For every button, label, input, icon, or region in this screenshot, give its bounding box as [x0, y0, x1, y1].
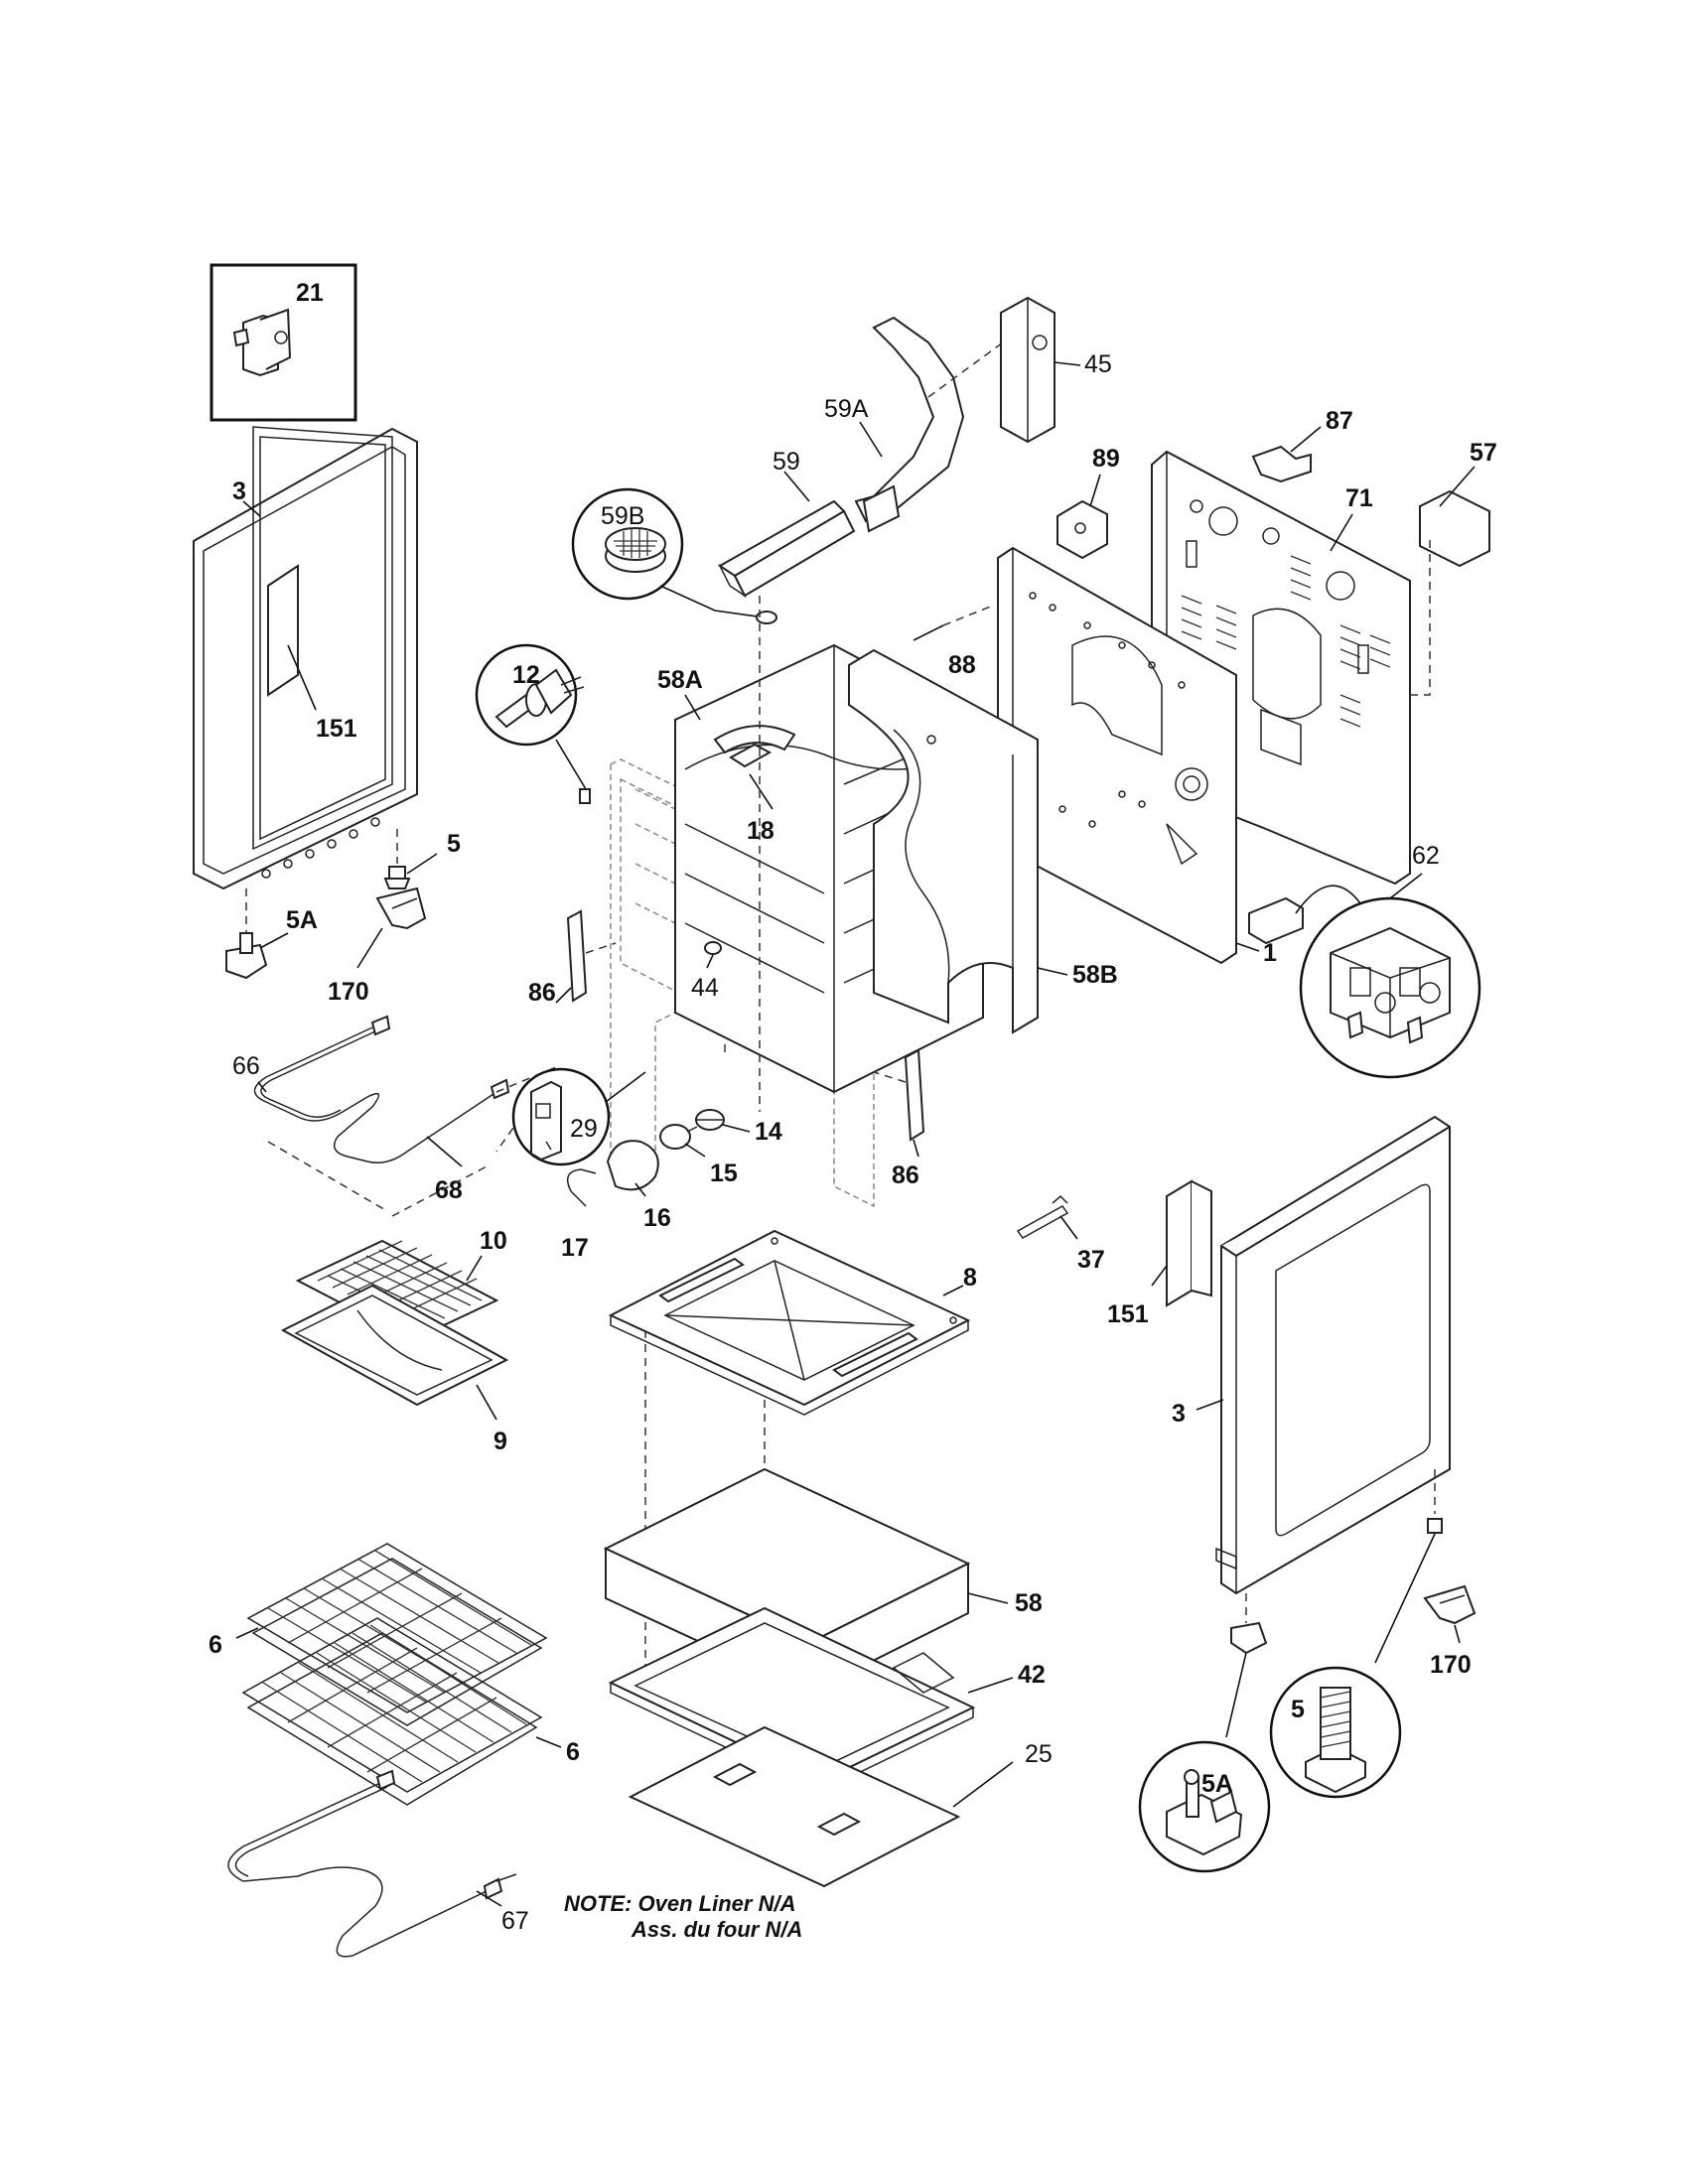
label-17: 17 [561, 1234, 589, 1262]
label-21: 21 [296, 279, 324, 307]
label-89: 89 [1092, 445, 1120, 473]
label-3-right: 3 [1172, 1400, 1186, 1428]
label-15: 15 [710, 1160, 738, 1187]
label-170-right: 170 [1430, 1651, 1472, 1679]
part-89-bracket [1056, 499, 1108, 560]
note-line-2: Ass. du four N/A [632, 1917, 803, 1942]
label-86-left: 86 [528, 979, 556, 1007]
part-6-lower-rack [241, 1617, 543, 1806]
note-oven-liner: NOTE: Oven Liner N/A Ass. du four N/A [564, 1891, 802, 1943]
label-18: 18 [747, 817, 774, 845]
label-59B: 59B [601, 502, 644, 530]
label-14: 14 [755, 1118, 782, 1146]
label-3-left: 3 [232, 478, 246, 505]
part-25-bottom-panel [628, 1725, 961, 1888]
part-59B-callout [571, 487, 777, 624]
label-8: 8 [963, 1264, 977, 1292]
part-59-duct [718, 499, 856, 599]
label-9: 9 [493, 1428, 507, 1455]
part-16-lamp-cover [606, 1140, 659, 1191]
label-151-right: 151 [1107, 1300, 1149, 1328]
label-45: 45 [1084, 350, 1112, 378]
label-87: 87 [1326, 407, 1353, 435]
label-6-upper: 6 [209, 1631, 222, 1659]
part-170-left-bracket [375, 887, 427, 930]
part-5A-right-callout [1138, 1740, 1271, 1873]
part-57-cover [1419, 489, 1490, 568]
label-29: 29 [570, 1115, 598, 1143]
part-86-right-bracket [873, 1048, 925, 1142]
label-44: 44 [691, 974, 719, 1002]
part-44-screw [704, 941, 722, 955]
part-17-wire-clip [566, 1168, 597, 1207]
label-62: 62 [1412, 842, 1440, 870]
label-25: 25 [1025, 1740, 1053, 1768]
label-59: 59 [773, 448, 800, 476]
part-12-callout [475, 643, 591, 804]
part-5-right-foot [1374, 1469, 1443, 1664]
label-6-lower: 6 [566, 1738, 580, 1766]
part-87-clip [1251, 445, 1312, 483]
label-37: 37 [1077, 1246, 1105, 1274]
label-5A-right: 5A [1201, 1770, 1233, 1798]
part-5-left-leveler [383, 829, 411, 889]
part-86-left-bracket [566, 909, 617, 1003]
label-59A: 59A [824, 395, 869, 423]
part-37-sensor [1016, 1194, 1069, 1239]
label-58A: 58A [657, 666, 703, 694]
part-15-bulb [659, 1124, 698, 1150]
label-12: 12 [512, 661, 540, 689]
part-9-broil-pan [280, 1284, 509, 1407]
part-6-upper-rack [246, 1543, 548, 1726]
label-5-right: 5 [1291, 1696, 1305, 1723]
label-86-right: 86 [892, 1161, 919, 1189]
label-1: 1 [1263, 939, 1277, 967]
part-3-right-side-panel [1215, 1115, 1451, 1595]
part-8-oven-bottom [608, 1229, 971, 1416]
part-29-callout [511, 1067, 646, 1166]
label-58: 58 [1015, 1589, 1043, 1617]
label-151-left: 151 [316, 715, 357, 743]
label-5-left: 5 [447, 830, 461, 858]
label-57: 57 [1470, 439, 1497, 467]
part-62-callout [1248, 885, 1481, 1079]
label-67: 67 [501, 1907, 529, 1935]
part-45-cover [1000, 296, 1055, 444]
part-170-right-bracket [1423, 1584, 1477, 1625]
part-58B-insulation [848, 648, 1039, 1034]
label-16: 16 [643, 1204, 671, 1232]
label-10: 10 [480, 1227, 507, 1255]
note-line-1: NOTE: Oven Liner N/A [564, 1891, 796, 1916]
part-67-bake-element [227, 1769, 517, 1958]
part-21-inset [210, 263, 357, 422]
part-59A-duct-elbow [854, 316, 965, 533]
label-66: 66 [232, 1052, 260, 1080]
part-5-right-callout [1269, 1666, 1402, 1799]
label-58B: 58B [1072, 961, 1118, 989]
label-170-left: 170 [328, 978, 369, 1006]
label-71: 71 [1345, 484, 1373, 512]
part-66-broil-element [253, 1015, 559, 1212]
part-151-right-bracket [1166, 1179, 1212, 1307]
label-88: 88 [948, 651, 976, 679]
part-5A-left-leg [225, 888, 268, 980]
part-14-lamp-socket [695, 1109, 725, 1131]
label-42: 42 [1018, 1661, 1046, 1689]
part-3-left-side-panel [193, 426, 418, 890]
part-5A-right-foot [1225, 1593, 1268, 1738]
label-5A-left: 5A [286, 906, 318, 934]
